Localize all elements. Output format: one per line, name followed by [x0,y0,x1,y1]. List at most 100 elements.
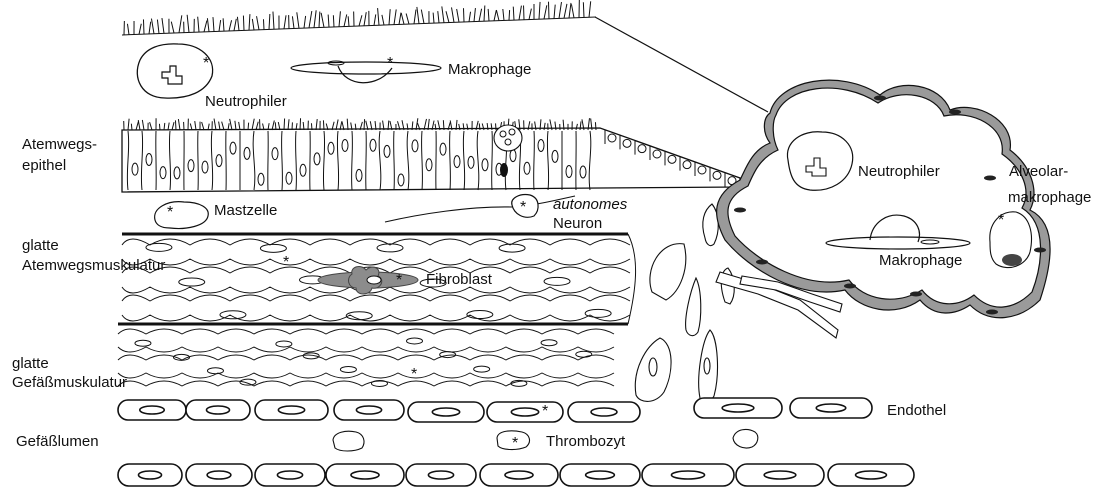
interstitial-cell [650,244,686,300]
cilium [288,119,289,130]
cilium [452,7,454,22]
cell-nucleus [454,156,460,168]
cilium [401,13,404,24]
muscle-nucleus [585,309,611,317]
label-endothelium: Endothel [887,402,946,419]
cilium [347,119,348,130]
cilium [273,12,274,30]
asterisk-marker: * [167,205,173,221]
cell-nucleus [356,169,362,181]
cilium [252,119,254,130]
cell-border [407,131,409,190]
endothelial-nucleus [722,404,754,412]
cilium [142,120,144,130]
cell-nucleus [638,145,646,153]
cilium [399,13,401,25]
cell-nucleus [258,173,264,185]
endothelial-nucleus [511,408,538,416]
vascular-fiber [118,355,614,360]
cilium [213,17,214,31]
wall-nucleus [844,284,856,289]
cilium [389,9,390,25]
cell-nucleus [160,167,166,179]
cilium [417,7,419,24]
cilium [309,11,312,28]
cilium [256,122,258,130]
vascular-nucleus [207,368,223,374]
vascular-fiber [118,381,614,386]
cilium [446,11,449,22]
endothelial-nucleus [356,406,381,414]
cell-nucleus [580,166,586,178]
cilium [359,15,362,26]
cell-nucleus [244,147,250,159]
cell-nucleus [698,166,706,174]
cell-nucleus [683,161,691,169]
label-airway-epithelium-2: epithel [22,157,66,174]
zoom-line [595,17,768,112]
label-vascular-muscle-1: glatte [12,355,49,372]
cell-nucleus [426,159,432,171]
cell-nucleus [566,166,572,178]
endothelial-nucleus [140,406,164,414]
endothelial-nucleus [278,406,304,414]
cilium [175,120,176,130]
endothelial-nucleus [138,471,161,479]
endothelial-nucleus [206,406,229,414]
cilium [595,122,596,130]
cell-nucleus [713,171,721,179]
cilium [554,5,555,19]
wall-nucleus [756,260,768,265]
cilium [284,118,285,130]
cell-border [422,131,423,190]
cilium [304,16,306,28]
cell-border [169,131,170,190]
wall-nucleus [910,292,922,297]
label-neutrophil-top: Neutrophiler [205,93,287,110]
cilium [529,9,531,20]
cilium [394,9,396,24]
cell-nucleus [202,161,208,173]
cilium [344,14,347,26]
cell-nucleus [440,143,446,155]
cell-nucleus [398,174,404,186]
cilium [204,21,207,32]
asterisk-marker: * [203,56,209,72]
cilium [328,15,329,28]
endothelial-nucleus [207,471,231,479]
cilium [316,119,317,130]
cilium [219,122,220,130]
cell-nucleus [412,140,418,152]
cilium [589,1,591,17]
label-autonomic-neuron-1: autonomes [553,196,627,213]
label-makrophage-top: Makrophage [448,61,531,78]
neutrophil-top-cell [137,44,212,98]
cilium [172,122,174,130]
cilium [243,16,244,31]
cell-nucleus [328,142,334,154]
cell-nucleus [668,155,676,163]
platelet-cell [733,430,758,448]
label-platelet: Thrombozyt [546,433,625,450]
cilium [576,124,577,130]
cilium [421,10,424,24]
cell-nucleus [174,167,180,179]
cilium [300,118,301,130]
cell-border [492,131,493,190]
cilium [128,119,129,130]
asterisk-marker: * [520,200,526,216]
muscle-nucleus [544,277,570,285]
cilium [519,6,521,20]
label-autonomic-neuron-2: Neuron [553,215,602,232]
cilium [237,17,239,31]
endothelial-nucleus [671,471,704,479]
asterisk-marker: * [411,367,417,383]
cell-border [547,131,548,190]
cell-border [198,131,199,190]
neuron-axon [385,196,575,222]
neutrophil-top-nucleus [162,66,182,84]
cell-border [282,131,283,190]
cilium [162,18,164,33]
cilium [150,122,152,130]
